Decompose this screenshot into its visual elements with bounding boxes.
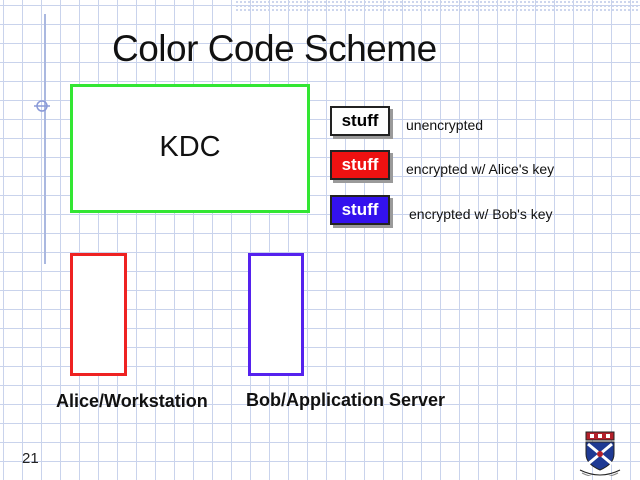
alice-workstation-label: Alice/Workstation [56, 391, 208, 411]
legend-text-unencrypted: unencrypted [406, 117, 484, 133]
alice-workstation-box [70, 253, 127, 376]
penn-shield-icon [579, 431, 621, 476]
dotted-band [235, 0, 640, 12]
bob-server-box [248, 253, 304, 376]
kdc-box: KDC [70, 84, 310, 213]
legend-chip-alice-key: stuff [330, 150, 390, 180]
kdc-label: KDC [159, 131, 221, 163]
slide-number: 21 [22, 450, 39, 467]
crosshair-icon [34, 100, 50, 112]
margin-line [44, 14, 46, 264]
bob-server-label: Bob/Application Server [246, 390, 446, 410]
legend-text-alice-key: encrypted w/ Alice's key [406, 161, 555, 177]
legend-text-bob-key: encrypted w/ Bob's key [409, 206, 553, 222]
legend-chip-bob-key: stuff [330, 195, 390, 225]
legend-chip-unencrypted: stuff [330, 106, 390, 136]
slide-title: Color Code Scheme [112, 28, 437, 69]
